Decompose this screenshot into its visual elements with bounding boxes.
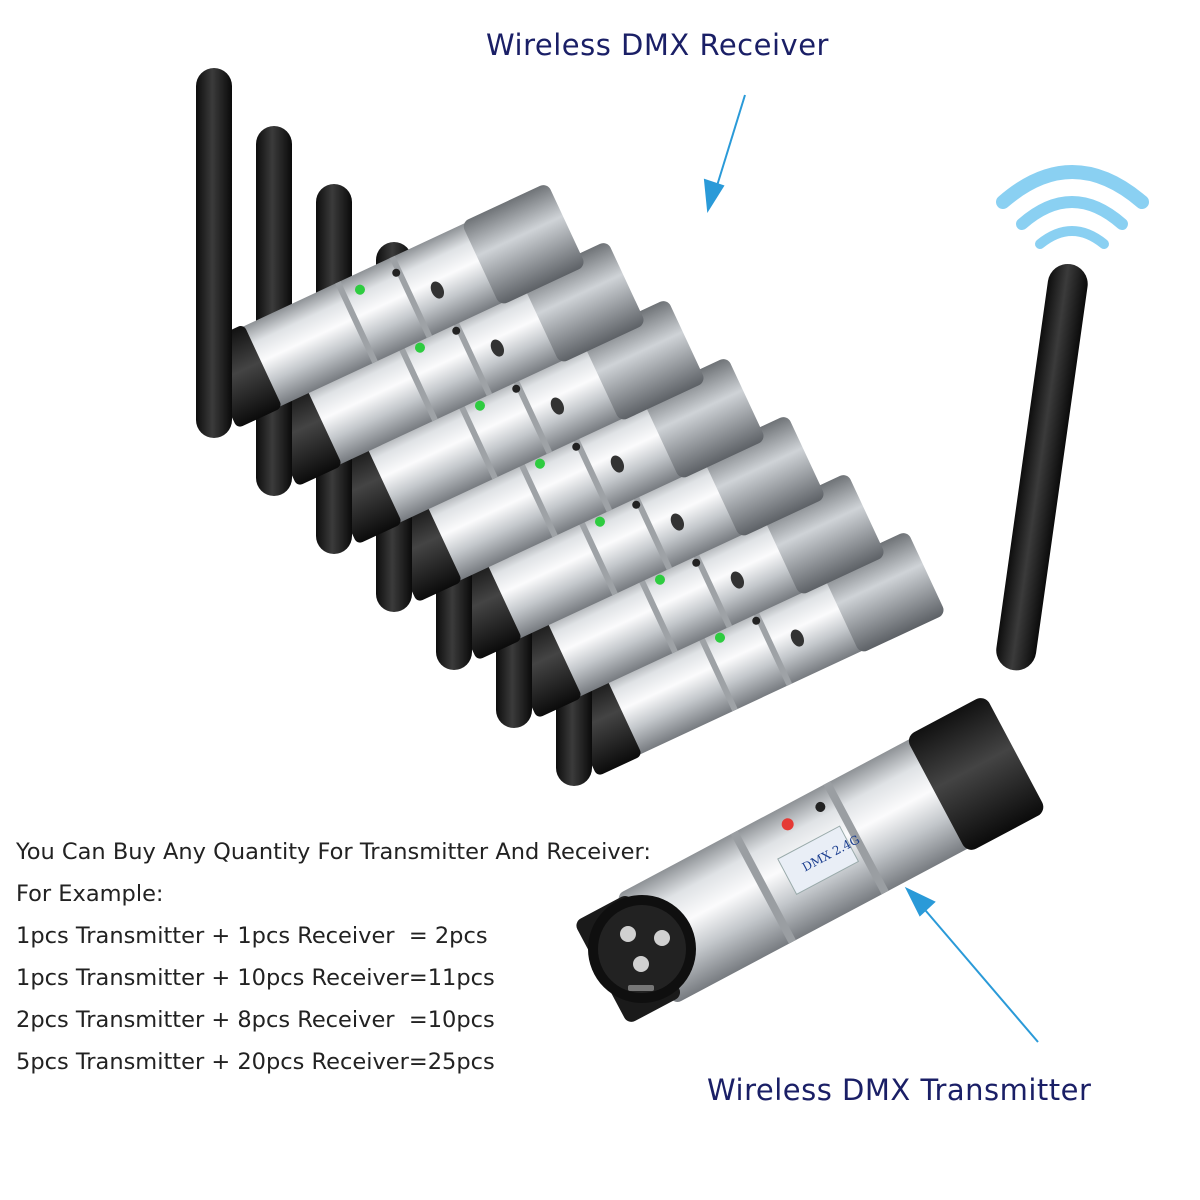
transmitter-arrow	[904, 886, 1039, 1043]
receiver-led	[534, 458, 545, 469]
wireless-signal-icon	[996, 165, 1149, 249]
info-example-line: 5pcs Transmitter + 20pcs Receiver=25pcs	[16, 1049, 495, 1075]
quantity-info: You Can Buy Any Quantity For Transmitter…	[16, 836, 651, 1088]
transmitter-label: Wireless DMX Transmitter	[707, 1073, 1092, 1107]
info-heading: You Can Buy Any Quantity For Transmitter…	[16, 839, 651, 865]
receiver-led	[654, 574, 665, 585]
info-example-line: 2pcs Transmitter + 8pcs Receiver =10pcs	[16, 1007, 495, 1033]
transmitter-device: DMX 2.4G	[576, 263, 1088, 1022]
receiver-led	[354, 284, 365, 295]
transmitter-led	[781, 818, 794, 831]
receiver-arrow	[703, 94, 746, 214]
info-example-line: 1pcs Transmitter + 1pcs Receiver = 2pcs	[16, 923, 488, 949]
receiver-antenna	[196, 68, 232, 438]
receiver-label: Wireless DMX Receiver	[486, 28, 829, 62]
receiver-led	[474, 400, 485, 411]
transmitter-antenna	[996, 263, 1088, 671]
info-example-line: 1pcs Transmitter + 10pcs Receiver=11pcs	[16, 965, 495, 991]
receiver-unit	[196, 68, 584, 438]
receiver-unit	[376, 242, 764, 612]
receiver-led	[414, 342, 425, 353]
receiver-led	[594, 516, 605, 527]
xlr-male-connector	[588, 895, 696, 1003]
receiver-group	[196, 68, 944, 786]
receiver-led	[714, 632, 725, 643]
info-example-label: For Example:	[16, 881, 164, 907]
